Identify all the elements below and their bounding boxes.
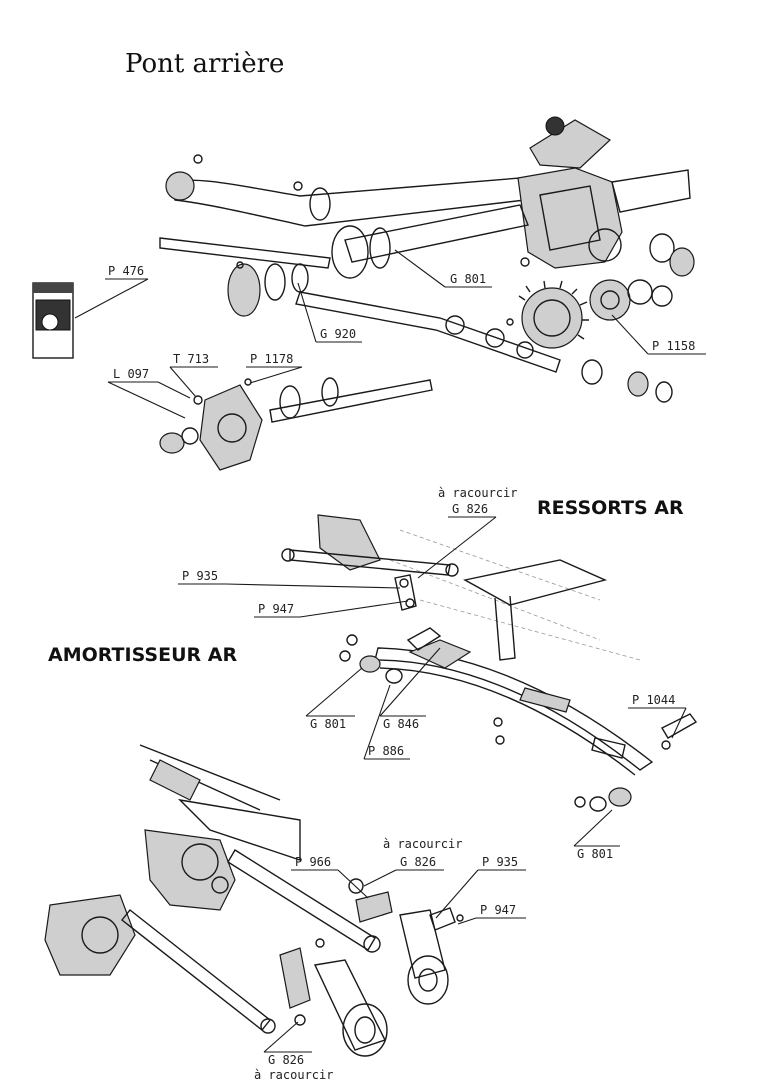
title-springs: RESSORTS AR	[537, 497, 684, 519]
callout-p1044: P 1044	[628, 693, 687, 739]
callout-g801-bottom: G 801	[573, 809, 620, 861]
label-g801-top: G 801	[450, 272, 486, 286]
title-shock-absorber: AMORTISSEUR AR	[48, 644, 237, 666]
callout-g801-top: G 801	[394, 249, 492, 288]
title-rear-axle: Pont arrière	[125, 49, 284, 79]
callout-p476: P 476	[74, 264, 149, 319]
callout-l097: L 097	[107, 367, 191, 419]
label-g826-2: G 826	[400, 855, 436, 869]
callout-p966: P 966	[291, 855, 369, 899]
callout-p1178: P 1178	[246, 352, 303, 384]
callout-p947-springs: P 947	[254, 600, 409, 618]
callout-p947-shock: P 947	[457, 903, 526, 925]
label-l097: L 097	[113, 367, 149, 381]
label-g801-mid: G 801	[310, 717, 346, 731]
label-shorten-1: à racourcir	[438, 486, 517, 500]
label-g801-bottom: G 801	[577, 847, 613, 861]
label-p1178: P 1178	[250, 352, 293, 366]
rear-axle-assembly	[32, 116, 695, 471]
label-p935-2: P 935	[482, 855, 518, 869]
label-p1158: P 1158	[652, 339, 695, 353]
label-g920: G 920	[320, 327, 356, 341]
label-p886: P 886	[368, 744, 404, 758]
rear-springs-assembly	[281, 514, 698, 812]
callout-p1158: P 1158	[611, 314, 706, 355]
label-g826-1: G 826	[452, 502, 488, 516]
shock-absorber-assembly	[44, 744, 464, 1057]
callout-g920: G 920	[297, 282, 362, 343]
label-p935-1: P 935	[182, 569, 218, 583]
callout-p935-shock: P 935	[435, 855, 526, 919]
label-g826-3: G 826	[268, 1053, 304, 1067]
label-g846: G 846	[383, 717, 419, 731]
label-p947-2: P 947	[480, 903, 516, 917]
callout-p886: P 886	[363, 684, 410, 760]
label-p947-1: P 947	[258, 602, 294, 616]
callout-g826-springs: à racourcir G 826	[417, 486, 517, 579]
callout-g826-shock: à racourcir G 826	[363, 837, 462, 887]
callout-g826-bottom: G 826 à racourcir	[254, 1021, 333, 1082]
callout-g801-mid: G 801	[305, 667, 363, 731]
label-p966: P 966	[295, 855, 331, 869]
callout-t713: T 713	[169, 352, 218, 398]
label-shorten-3: à racourcir	[254, 1068, 333, 1082]
callout-g846: G 846	[379, 647, 441, 731]
label-p476: P 476	[108, 264, 144, 278]
callout-p935-springs: P 935	[178, 569, 401, 589]
label-shorten-2: à racourcir	[383, 837, 462, 851]
label-p1044: P 1044	[632, 693, 675, 707]
label-t713: T 713	[173, 352, 209, 366]
